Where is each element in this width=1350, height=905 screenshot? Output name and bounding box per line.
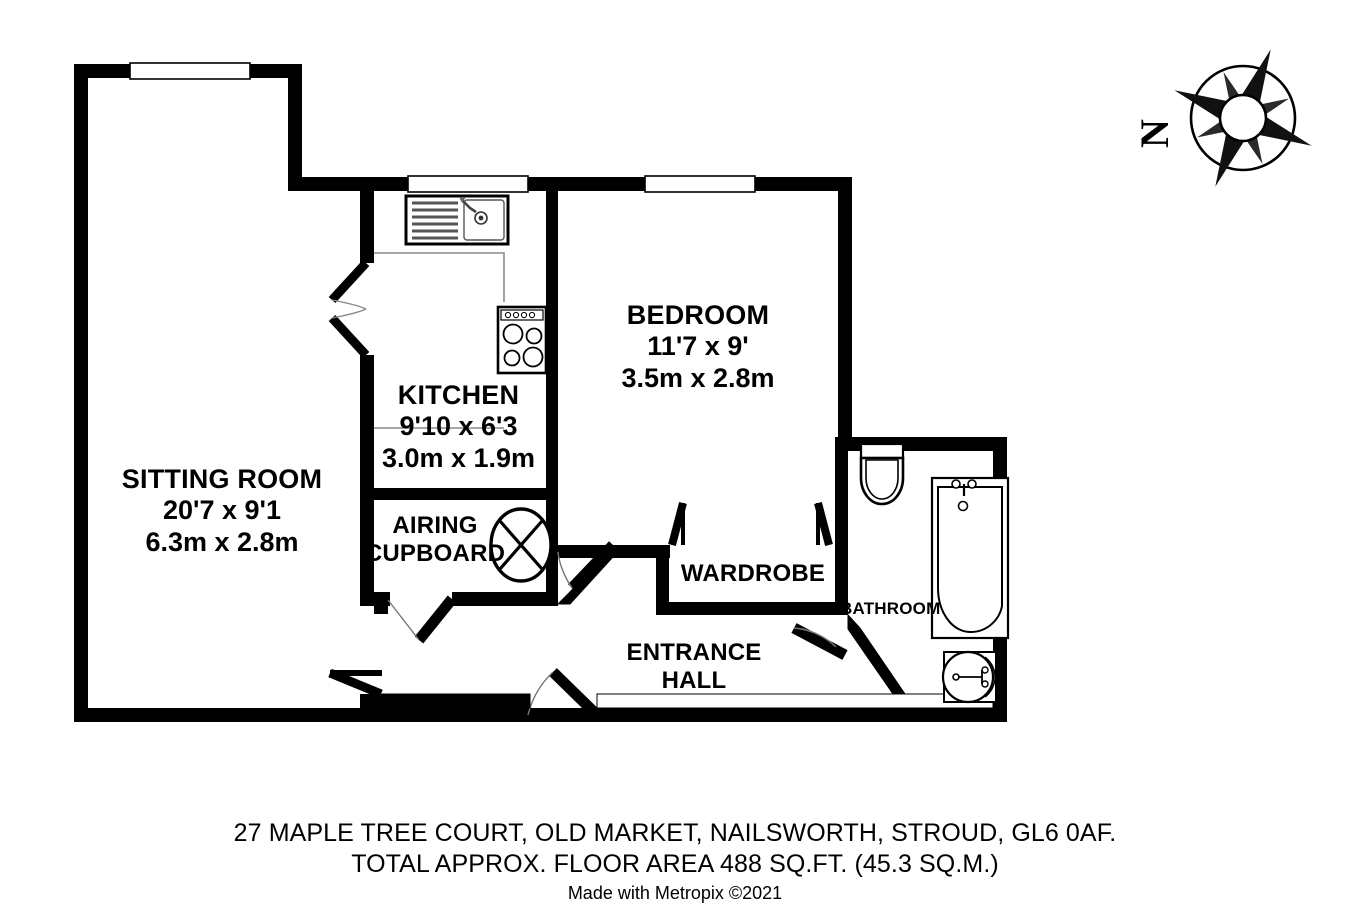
caption-address: 27 MAPLE TREE COURT, OLD MARKET, NAILSWO… bbox=[233, 819, 1117, 847]
room-label-bedroom: BEDROOM 11'7 x 9' 3.5m x 2.8m bbox=[592, 300, 804, 394]
toilet-icon bbox=[859, 442, 905, 506]
wardrobe-name: WARDROBE bbox=[680, 560, 826, 587]
wall-kitchen-left-lower bbox=[360, 355, 374, 490]
sitting-room-door-leaf bbox=[328, 668, 383, 699]
front-door-leaf bbox=[549, 668, 601, 719]
entrance-hall-line1: ENTRANCE bbox=[626, 639, 762, 666]
wall-airing-left bbox=[360, 490, 374, 600]
entrance-hall-line2: HALL bbox=[661, 666, 727, 694]
window-bedroom-top bbox=[644, 175, 756, 193]
window-kitchen-top bbox=[407, 175, 529, 193]
area-label-wardrobe: WARDROBE bbox=[668, 560, 838, 588]
caption-floor-area: TOTAL APPROX. FLOOR AREA 488 SQ.FT. (45.… bbox=[351, 850, 999, 878]
wall-airing-bottom-nib bbox=[374, 592, 388, 614]
kitchen-name: KITCHEN bbox=[397, 380, 520, 410]
room-label-kitchen: KITCHEN 9'10 x 6'3 3.0m x 1.9m bbox=[366, 380, 551, 474]
kitchen-door-leaf-top bbox=[328, 259, 370, 304]
wall-airing-bottom bbox=[452, 592, 558, 606]
bedroom-metric: 3.5m x 2.8m bbox=[621, 362, 775, 393]
front-door-arc bbox=[527, 671, 554, 716]
area-label-bathroom: BATHROOM bbox=[840, 599, 941, 619]
kitchen-door-arc-bottom bbox=[331, 308, 367, 319]
hall-partition-diagonal-left bbox=[381, 693, 531, 709]
caption-credit: Made with Metropix ©2021 bbox=[567, 883, 783, 903]
sitting-room-name: SITTING ROOM bbox=[121, 464, 323, 494]
area-label-airing-cupboard: AIRING CUPBOARD bbox=[360, 512, 510, 568]
hall-partition-diagonal bbox=[556, 544, 613, 605]
bedroom-imperial: 11'7 x 9' bbox=[647, 331, 749, 362]
sitting-room-imperial: 20'7 x 9'1 bbox=[163, 495, 281, 526]
kitchen-door-leaf-bottom bbox=[328, 314, 370, 359]
room-label-sitting-room: SITTING ROOM 20'7 x 9'1 6.3m x 2.8m bbox=[102, 464, 342, 558]
bedroom-name: BEDROOM bbox=[626, 300, 770, 330]
hall-bottom-right bbox=[596, 693, 994, 709]
airing-cupboard-line1: AIRING bbox=[392, 512, 478, 539]
sitting-room-metric: 6.3m x 2.8m bbox=[145, 526, 299, 557]
kitchen-worktop-line bbox=[374, 252, 505, 429]
kitchen-hob bbox=[496, 305, 548, 375]
bathroom-name: BATHROOM bbox=[840, 599, 941, 618]
kitchen-imperial: 9'10 x 6'3 bbox=[399, 411, 518, 442]
wall-wardrobe-right bbox=[835, 488, 848, 615]
airing-door-arc bbox=[387, 599, 420, 641]
kitchen-door-arc-top bbox=[331, 299, 367, 310]
airing-cupboard-line2: CUPBOARD bbox=[364, 539, 506, 567]
kitchen-sink bbox=[404, 194, 510, 246]
caption-block: 27 MAPLE TREE COURT, OLD MARKET, NAILSWO… bbox=[0, 818, 1350, 905]
bathroom-hall-diagonal bbox=[847, 613, 906, 695]
kitchen-metric: 3.0m x 1.9m bbox=[381, 442, 536, 473]
internal-walls bbox=[360, 191, 848, 708]
wall-wardrobe-left bbox=[656, 545, 669, 615]
sittingroom-hall-door-arc bbox=[557, 551, 573, 589]
wall-kitchen-airing-divider bbox=[360, 488, 558, 500]
hot-water-cylinder-icon bbox=[489, 507, 553, 583]
window-sitting-room-top bbox=[129, 62, 251, 80]
wardrobe-door-mark-right2 bbox=[814, 501, 833, 547]
window-group bbox=[129, 62, 756, 193]
airing-door-leaf bbox=[414, 595, 457, 644]
bathroom-door-leaf bbox=[791, 623, 848, 660]
bathtub-icon bbox=[930, 476, 1010, 640]
area-label-entrance-hall: ENTRANCE HALL bbox=[606, 639, 782, 695]
compass-rose-icon bbox=[1174, 49, 1312, 187]
wall-kitchen-right bbox=[546, 191, 558, 488]
wall-wardrobe-bottom bbox=[656, 602, 848, 615]
wall-bathroom-left bbox=[835, 437, 848, 497]
compass-north-label: N bbox=[1131, 119, 1177, 148]
wall-hall-nib-left bbox=[360, 694, 382, 708]
compass-wrap: N bbox=[1130, 48, 1315, 198]
wall-kitchen-left-upper bbox=[360, 191, 374, 263]
wash-basin-icon bbox=[941, 650, 997, 704]
bathroom-door-arc bbox=[793, 627, 837, 648]
